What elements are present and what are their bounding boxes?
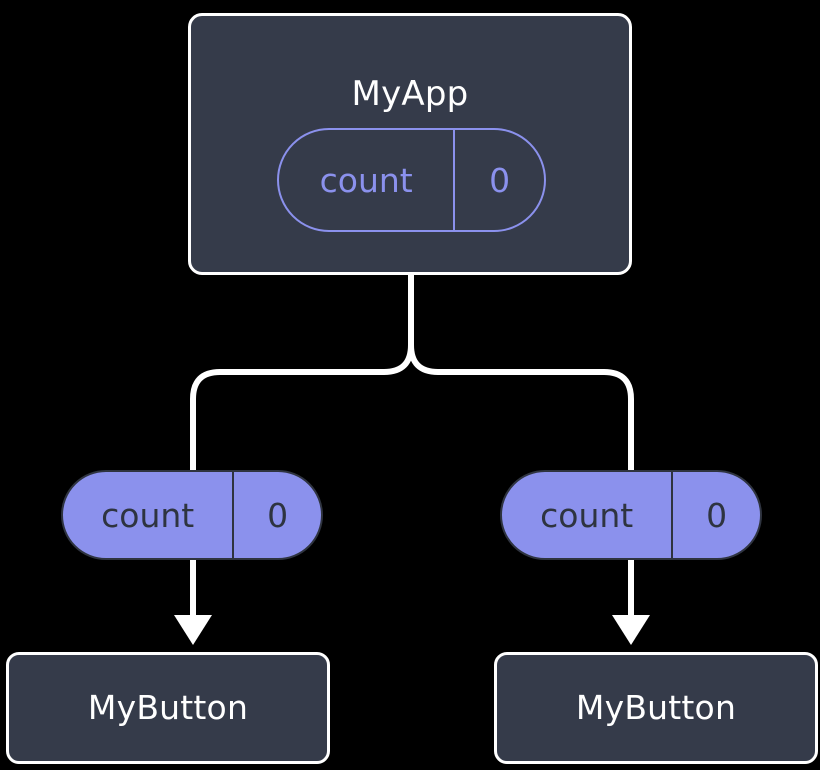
- node-mybutton-right[interactable]: MyButton: [494, 652, 818, 764]
- node-mybutton-left-title: MyButton: [87, 688, 249, 727]
- node-mybutton-right-title: MyButton: [575, 688, 737, 727]
- state-pill-right[interactable]: count 0: [500, 470, 762, 560]
- state-pill-myapp-value: 0: [453, 130, 544, 230]
- node-myapp-title: MyApp: [351, 74, 469, 114]
- state-pill-left-value: 0: [232, 472, 321, 558]
- arrow-right-pill-to-button: [612, 560, 650, 645]
- arrow-left-pill-to-button: [174, 560, 212, 645]
- node-mybutton-left[interactable]: MyButton: [6, 652, 330, 764]
- state-pill-left-key: count: [101, 495, 195, 535]
- state-pill-right-value: 0: [671, 472, 760, 558]
- state-pill-myapp-key: count: [319, 160, 413, 200]
- state-pill-myapp[interactable]: count 0: [277, 128, 546, 232]
- connector-root-to-split-right: [408, 342, 634, 473]
- state-pill-left[interactable]: count 0: [61, 470, 323, 560]
- state-pill-right-key: count: [540, 495, 634, 535]
- connector-root-to-split: [190, 272, 414, 473]
